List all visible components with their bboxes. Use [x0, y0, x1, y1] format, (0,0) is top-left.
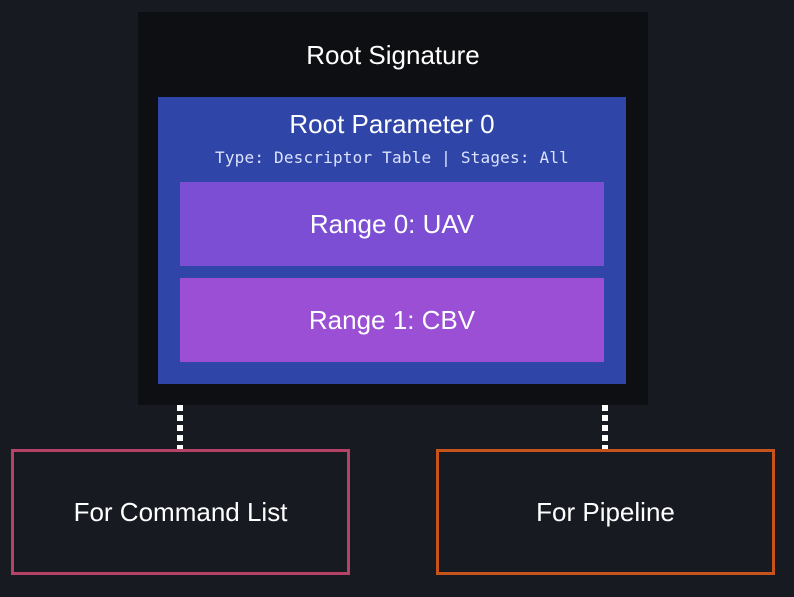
- root-parameter-box: Root Parameter 0 Type: Descriptor Table …: [158, 97, 626, 384]
- range-1-box: Range 1: CBV: [180, 278, 604, 362]
- root-parameter-subtitle: Type: Descriptor Table | Stages: All: [215, 148, 569, 167]
- pipeline-label: For Pipeline: [536, 496, 675, 527]
- range-1-label: Range 1: CBV: [308, 304, 476, 335]
- range-0-box: Range 0: UAV: [180, 182, 604, 266]
- connector-command-list: [177, 405, 183, 449]
- command-list-box: For Command List: [11, 449, 350, 575]
- connector-pipeline: [602, 405, 608, 449]
- root-signature-title: Root Signature: [306, 40, 480, 70]
- root-signature-box: Root Signature Root Parameter 0 Type: De…: [138, 12, 648, 405]
- root-parameter-title: Root Parameter 0: [289, 109, 495, 139]
- range-0-label: Range 0: UAV: [309, 208, 475, 239]
- pipeline-box: For Pipeline: [436, 449, 775, 575]
- command-list-label: For Command List: [73, 496, 288, 527]
